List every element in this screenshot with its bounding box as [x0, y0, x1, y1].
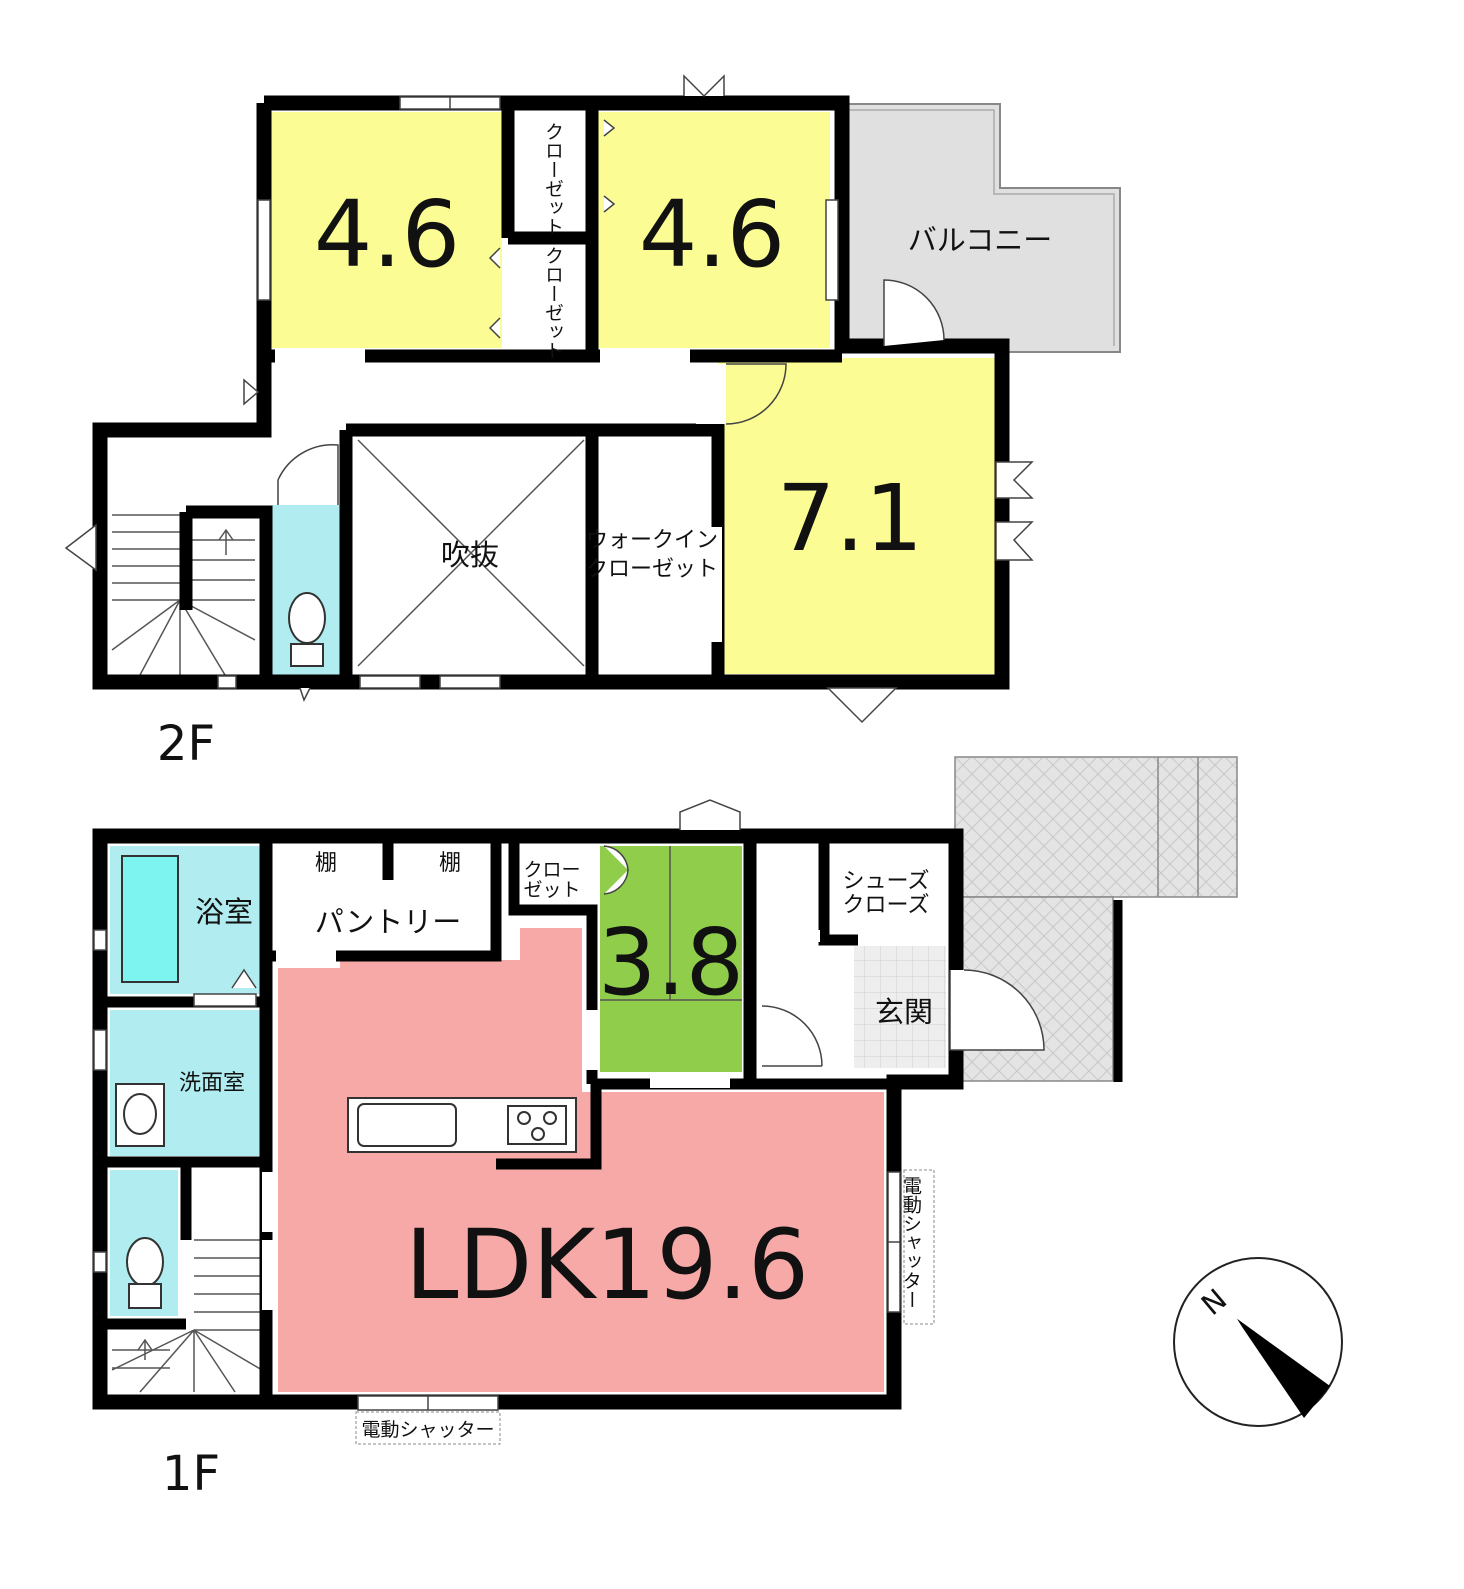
entrance-tiles	[854, 946, 946, 1068]
shutter-south-label: 電動シャッター	[361, 1419, 494, 1441]
closet-lower-2f	[514, 238, 592, 346]
entrance-label: 玄関	[875, 995, 933, 1029]
closet-upper-label: クローゼット	[542, 122, 564, 236]
bedroom-west-label: 4.6	[314, 181, 460, 288]
wash-basin-icon	[115, 1083, 165, 1147]
bedroom-east-label: 4.6	[639, 181, 785, 288]
kitchen-counter	[347, 1097, 577, 1153]
void-label: 吹抜	[441, 538, 499, 572]
shoes-label-line2: クローズ	[843, 893, 930, 918]
walk-in-label-line2: クローゼット	[586, 557, 718, 582]
bedroom-west	[270, 112, 502, 348]
tatami-label: 3.8	[598, 909, 744, 1016]
ldk-label: LDK19.6	[405, 1209, 809, 1321]
void-cross	[357, 439, 585, 667]
shoes-label-line1: シューズ	[843, 869, 930, 894]
closet-upper-2f	[514, 112, 592, 218]
closet-1f-label-line1: クロー	[523, 859, 580, 881]
bath-label: 浴室	[195, 895, 253, 929]
washroom-label: 洗面室	[179, 1071, 245, 1096]
porch-upper	[954, 756, 1238, 898]
bedroom-south-label: 7.1	[777, 465, 923, 572]
shelf-right-label: 棚	[439, 851, 461, 876]
closet-1f-label-line2: ゼット	[523, 879, 580, 901]
shutter-east-label: 電動シャッター	[900, 1176, 922, 1309]
first-floor: LDK19.6 3.8 浴室 洗面室 パントリー 棚 棚 クロー ゼット シュー…	[92, 756, 1238, 1502]
bathtub-icon	[121, 855, 179, 983]
toilet-bowl-2f-icon	[288, 592, 326, 667]
openings-1f	[93, 799, 1045, 1411]
walk-in-label-line1: ウォークイン	[586, 528, 718, 553]
bedroom-east	[598, 112, 830, 348]
floor-label-2f: 2F	[157, 716, 215, 772]
pantry-label: パントリー	[315, 905, 461, 939]
openings-2f	[64, 74, 1034, 724]
walls-2f	[92, 95, 1010, 690]
toilet-bowl-1f-icon	[126, 1237, 164, 1309]
closet-lower-label: クローゼット	[542, 246, 564, 360]
second-floor: 4.6 4.6 7.1 吹抜 クローゼット クローゼット ウォークイン クローゼ…	[64, 74, 1121, 772]
compass-icon: N	[1173, 1257, 1343, 1427]
stairs-2f	[111, 514, 256, 676]
balcony-label: バルコニー	[908, 223, 1052, 257]
shelf-left-label: 棚	[315, 851, 337, 876]
floor-label-1f: 1F	[162, 1446, 220, 1502]
stairs-1f	[111, 1239, 263, 1393]
